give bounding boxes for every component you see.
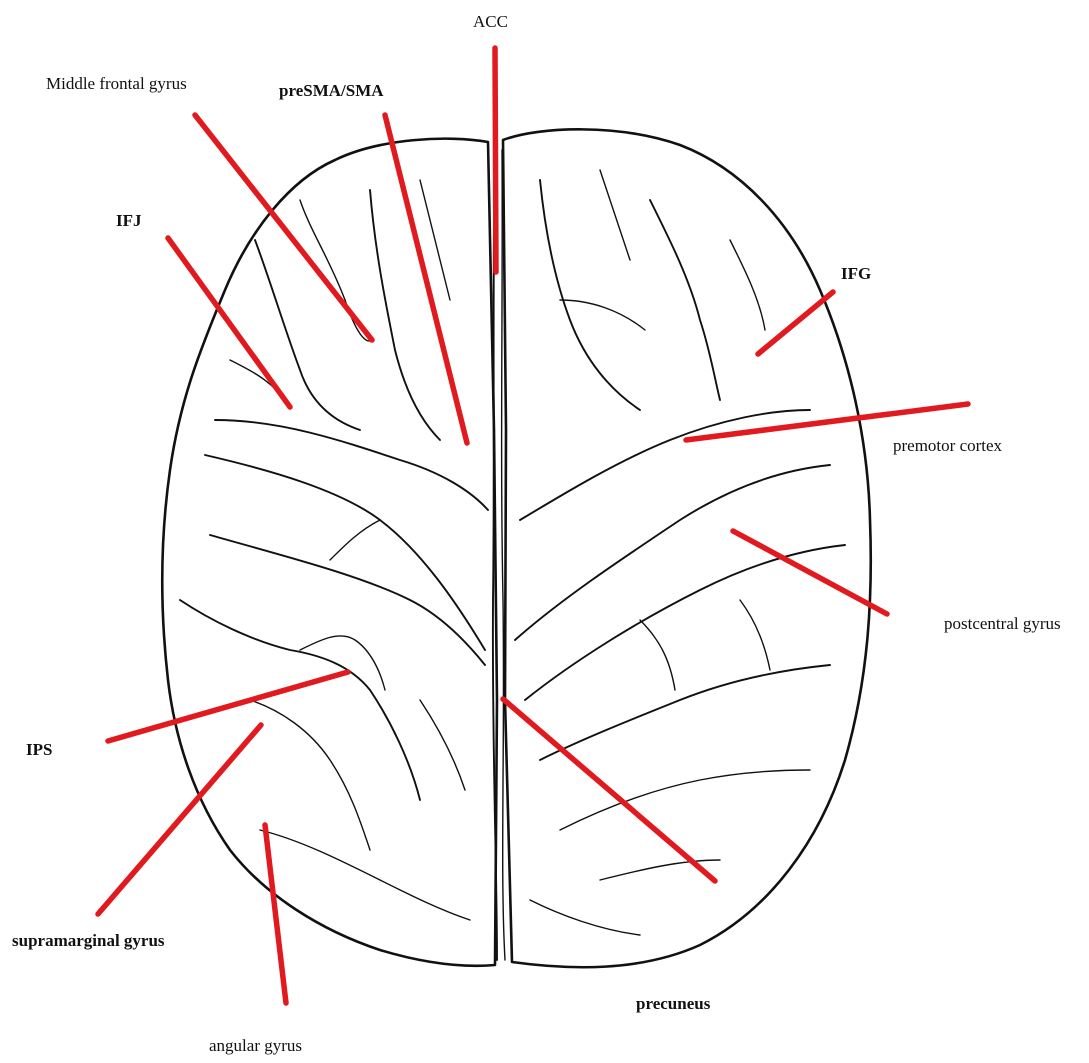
right-occipital-fold [530,900,640,935]
label-supramarginal-gyrus: supramarginal gyrus [12,931,165,951]
leader-middle-frontal-gyrus [195,115,372,340]
left-postcentral-sulcus [210,535,485,665]
right-parietal-fold-4 [740,600,770,670]
right-inferior-frontal-sulcus [650,200,720,400]
left-superior-frontal-sulcus [370,190,440,440]
right-parietal-fold-3 [640,620,675,690]
label-ips: IPS [26,740,52,760]
label-acc: ACC [473,12,508,32]
leader-angular-gyrus [265,825,286,1003]
label-postcentral-gyrus: postcentral gyrus [944,614,1061,634]
leader-presma-sma [385,115,467,443]
label-middle-frontal-gyrus: Middle frontal gyrus [46,74,187,94]
leader-postcentral-gyrus [733,531,887,614]
leader-ips [108,672,348,741]
leader-precuneus [503,699,715,881]
leader-acc [495,48,496,272]
label-precuneus: precuneus [636,994,710,1014]
right-frontal-fold-2 [730,240,765,330]
left-parietal-fold-3 [420,700,465,790]
right-frontal-fold-1 [600,170,630,260]
right-precentral-sulcus [520,410,810,520]
left-frontal-fold-1 [300,200,372,341]
leader-ifj [168,238,290,407]
label-angular-gyrus: angular gyrus [209,1036,302,1056]
left-hemisphere-outline [162,139,497,966]
right-intraparietal-sulcus [540,665,830,760]
label-premotor-cortex: premotor cortex [893,436,1002,456]
left-inferior-frontal-sulcus [255,240,360,430]
left-precentral-sulcus [215,420,488,510]
label-ifj: IFJ [116,211,142,231]
right-superior-frontal-sulcus [540,180,640,410]
label-ifg: IFG [841,264,871,284]
right-hemisphere-outline [503,129,871,967]
leader-ifg [758,292,833,354]
label-presma-sma: preSMA/SMA [279,81,384,101]
left-parietal-fold-4 [330,520,380,560]
left-intraparietal-sulcus [180,600,420,800]
leader-supramarginal-gyrus [98,725,261,914]
right-central-sulcus [515,465,830,640]
